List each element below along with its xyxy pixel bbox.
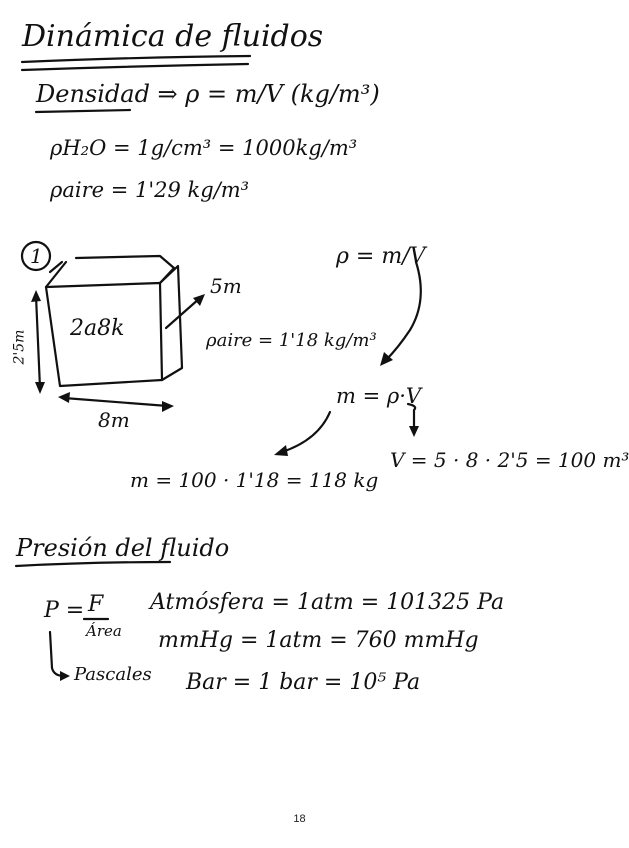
pressure-unit: Pascales: [74, 664, 152, 685]
air-density-example: ρaire = 1'18 kg/m³: [206, 330, 377, 351]
width-arrow-right-icon: [162, 401, 174, 412]
mass-arrow-line: [280, 410, 332, 454]
example-number: 1: [30, 244, 43, 268]
pascal-hook-head-icon: [60, 671, 70, 681]
volume-calc: V = 5 · 8 · 2'5 = 100 m³: [390, 448, 629, 472]
width-arrow-line: [62, 396, 170, 408]
depth-arrow-line: [164, 296, 202, 330]
handwriting-strokes: [14, 54, 422, 681]
mass-formula: m = ρ·V: [336, 384, 422, 408]
height-label: 2'5m: [11, 329, 28, 365]
pressure-formula-numerator: F: [88, 592, 104, 617]
rho-formula: ρ = m/V: [336, 244, 426, 269]
depth-label: 5m: [210, 274, 242, 298]
box-top-edge-left: [48, 260, 64, 274]
height-arrow-line: [34, 294, 42, 390]
notebook-page: Dinámica de fluidos Densidad ⇒ ρ = m/V (…: [11, 19, 629, 825]
density-water: ρH₂O = 1g/cm³ = 1000kg/m³: [50, 136, 358, 160]
density-definition: Densidad ⇒ ρ = m/V (kg/m³): [36, 80, 380, 108]
page-number: 18: [293, 813, 306, 825]
title-underline-2: [20, 62, 250, 72]
formula-arrow-head-icon: [380, 352, 393, 366]
bar-equivalence: Bar = 1 bar = 10⁵ Pa: [186, 670, 421, 695]
mass-arrow-head-icon: [274, 445, 288, 456]
height-arrow-bottom-icon: [35, 382, 45, 394]
formula-bracket-arrow: [384, 260, 422, 362]
mmhg-equivalence: mmHg = 1atm = 760 mmHg: [158, 628, 479, 653]
box-label: 2a8k: [70, 316, 125, 341]
pressure-formula-denominator: Área: [86, 622, 122, 640]
section-title-presion: Presión del fluido: [16, 534, 230, 562]
pascal-hook-arrow: [48, 630, 66, 678]
width-arrow-left-icon: [58, 392, 70, 403]
presion-underline: [14, 560, 172, 568]
atmosphere-equivalence: Atmósfera = 1atm = 101325 Pa: [150, 590, 505, 615]
density-underline: [34, 108, 132, 114]
density-air: ρaire = 1'29 kg/m³: [50, 178, 250, 202]
volume-arrow-line: [406, 402, 417, 432]
height-arrow-top-icon: [31, 290, 41, 302]
example-number-circle: [20, 240, 52, 272]
title-underline-1: [20, 54, 252, 64]
depth-arrow-head-icon: [193, 294, 205, 306]
volume-arrow-head-icon: [409, 426, 419, 437]
pressure-formula-p: P =: [44, 598, 85, 623]
mass-calc: m = 100 · 1'18 = 118 kg: [130, 468, 379, 492]
width-label: 8m: [98, 408, 130, 432]
page-title: Dinámica de fluidos: [22, 19, 324, 54]
